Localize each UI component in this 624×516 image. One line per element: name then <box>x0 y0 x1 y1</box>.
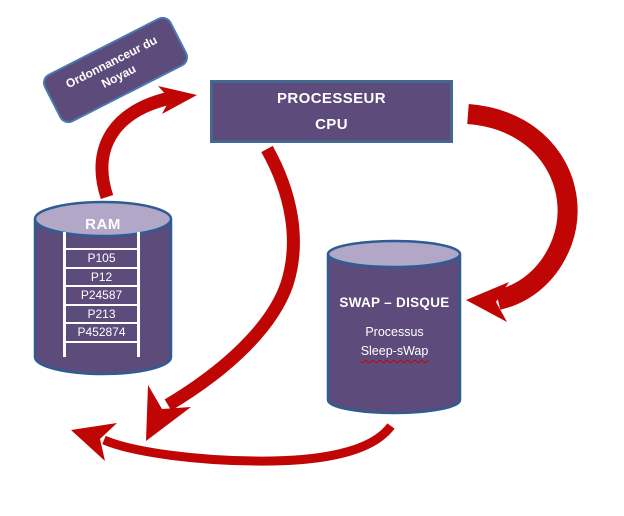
arrow-ram-to-cpu <box>95 86 197 200</box>
ladder-top-gap <box>66 232 137 248</box>
arrow-cpu-to-swap-head <box>466 282 509 322</box>
cpu-box: PROCESSEUR CPU <box>210 80 453 143</box>
arrow-cpu-to-swap <box>466 104 578 322</box>
arrow-cpu-to-bottom-head <box>146 385 191 441</box>
swap-cylinder <box>326 239 462 415</box>
arrow-cpu-to-bottom <box>146 145 300 441</box>
process-item-4: P213 <box>66 303 137 323</box>
cpu-label-line2: CPU <box>315 115 348 133</box>
ram-cylinder-top <box>33 200 173 238</box>
cpu-label-line1: PROCESSEUR <box>276 89 387 107</box>
arrow-ram-to-cpu-head <box>158 86 197 114</box>
process-item-5: P452874 <box>66 322 137 341</box>
arrow-swap-to-bottom-left <box>71 423 395 466</box>
swap-title: SWAP – DISQUE <box>339 295 450 310</box>
process-item-1: P105 <box>66 248 137 267</box>
swap-cylinder-top <box>326 239 462 269</box>
arrow-ram-to-cpu-body <box>95 91 172 200</box>
arrow-cpu-to-swap-body <box>466 104 578 310</box>
process-item-3: P24587 <box>66 285 137 304</box>
arrow-swap-to-bottom-left-body <box>102 423 395 466</box>
swap-subtitle-sleep-swap: Sleep-sWap <box>360 344 429 358</box>
process-item-2: P12 <box>66 266 137 286</box>
swap-subtitle-processus: Processus <box>365 325 424 339</box>
arrow-swap-to-bottom-left-head <box>71 423 117 461</box>
ladder-bottom-rung <box>66 340 137 343</box>
ram-label: RAM <box>85 216 121 233</box>
ram-process-list: P105 P12 P24587 P213 P452874 <box>63 232 140 357</box>
arrow-cpu-to-bottom-body <box>164 145 300 411</box>
